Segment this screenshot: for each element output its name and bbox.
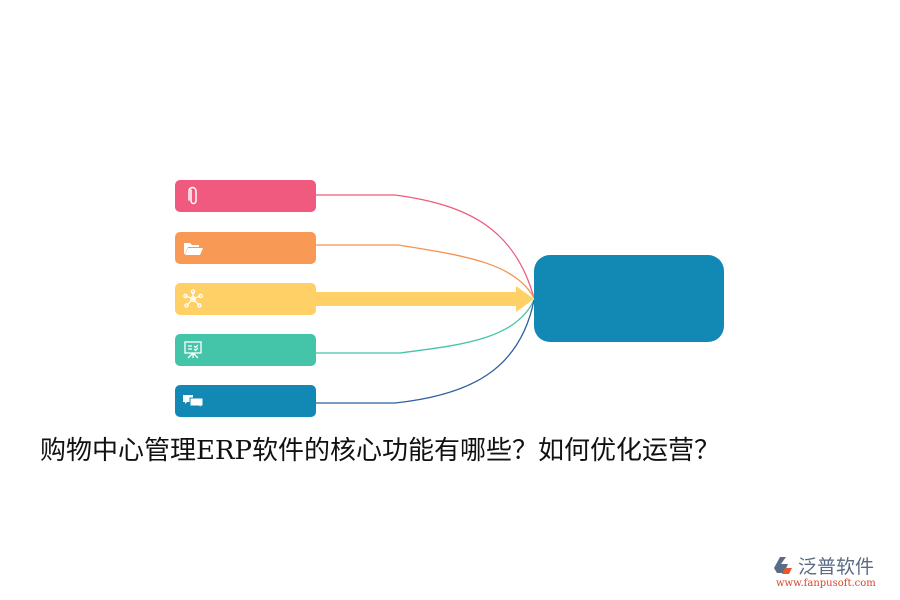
paperclip-icon [188, 186, 197, 205]
link-n1 [316, 194, 535, 299]
fanpu-logo-icon [774, 557, 792, 574]
node-chat[interactable] [175, 385, 316, 417]
center-node[interactable] [534, 255, 724, 342]
node-network[interactable] [175, 283, 316, 315]
brand-name: 泛普软件 [798, 556, 875, 578]
link-n4 [316, 299, 535, 354]
node-attachment[interactable] [175, 180, 316, 212]
page-title: 购物中心管理ERP软件的核心功能有哪些？如何优化运营？ [40, 436, 721, 466]
brand-url: www.fanpusoft.com [776, 578, 876, 589]
brand-watermark: 泛普软件 www.fanpusoft.com [772, 552, 897, 592]
node-presentation[interactable] [175, 334, 316, 366]
folder-open-icon [184, 243, 203, 255]
chat-bubbles-icon [183, 395, 204, 410]
node-folder[interactable] [175, 232, 316, 264]
link-n5 [316, 299, 535, 404]
network-icon [183, 289, 203, 308]
link-n3-arrowhead [516, 286, 534, 312]
link-n2 [316, 244, 535, 299]
presentation-board-icon [184, 341, 202, 359]
link-n3-arrow-bar [316, 292, 516, 306]
